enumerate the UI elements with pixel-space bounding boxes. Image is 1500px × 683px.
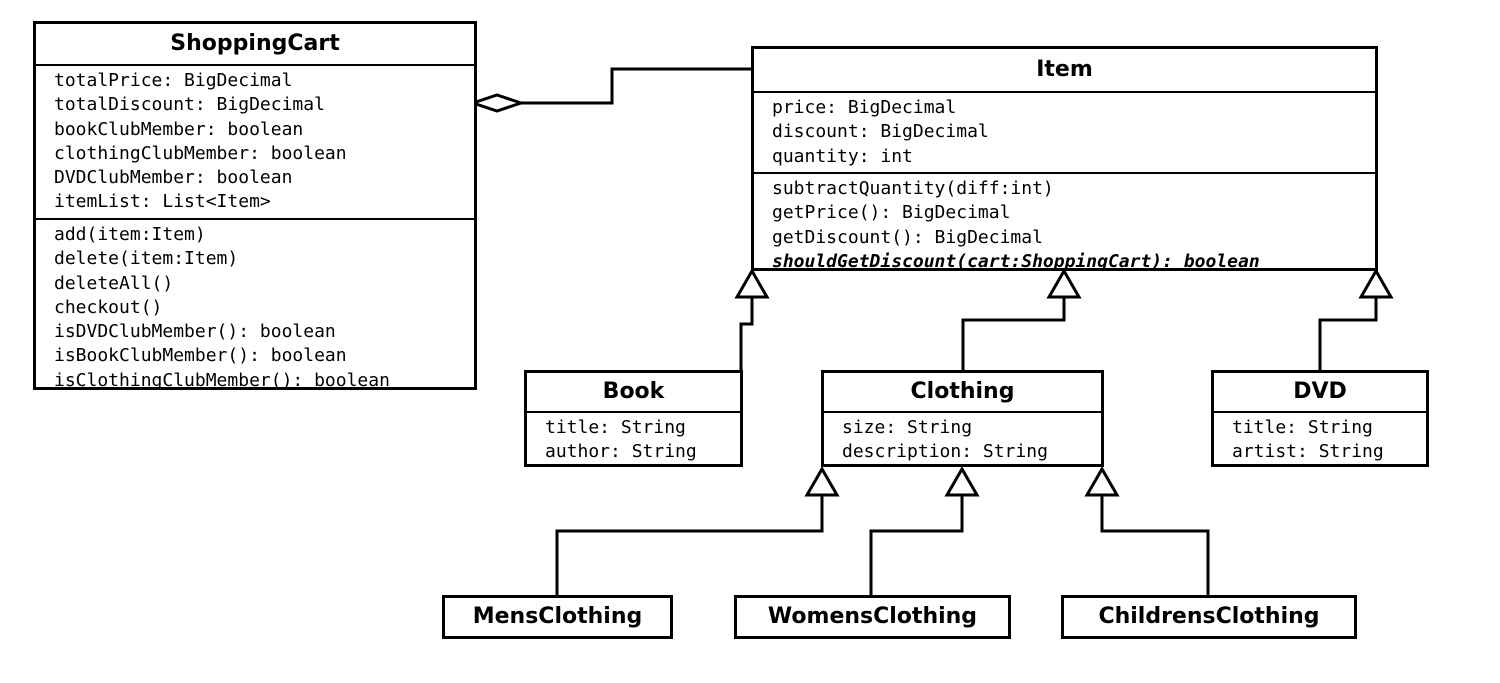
operation: getDiscount(): BigDecimal	[772, 226, 1043, 248]
generalization-line-womensclothing-clothing	[869, 495, 964, 596]
abstract-operation: shouldGetDiscount(cart:ShoppingCart): bo…	[772, 250, 1260, 272]
operation: isClothingClubMember(): boolean	[54, 369, 390, 391]
attributes-section: size: String description: String	[824, 411, 1101, 467]
attribute: author: String	[545, 441, 697, 463]
attribute: bookClubMember: boolean	[54, 118, 304, 140]
class-clothing[interactable]: Clothing size: String description: Strin…	[821, 370, 1104, 467]
class-womensclothing[interactable]: WomensClothing	[734, 595, 1011, 639]
class-name: DVD	[1293, 379, 1347, 404]
operation: isDVDClubMember(): boolean	[54, 321, 336, 343]
attributes-section: title: String artist: String	[1214, 411, 1426, 467]
attribute: description: String	[842, 441, 1048, 463]
operation: isBookClubMember(): boolean	[54, 345, 347, 367]
operation: add(item:Item)	[54, 224, 206, 245]
attribute: quantity: int	[772, 145, 913, 167]
attributes-section: price: BigDecimal discount: BigDecimal q…	[754, 91, 1375, 172]
class-name: WomensClothing	[767, 604, 978, 629]
generalization-line-mensclothing-clothing	[555, 495, 824, 596]
aggregation-diamond	[468, 93, 526, 113]
class-item[interactable]: Item price: BigDecimal discount: BigDeci…	[751, 46, 1378, 272]
attribute: itemList: List<Item>	[54, 191, 271, 213]
generalization-line-book-item	[739, 297, 754, 370]
class-book[interactable]: Book title: String author: String	[524, 370, 743, 467]
aggregation-line-cart-item	[521, 67, 752, 105]
class-childrensclothing[interactable]: ChildrensClothing	[1061, 595, 1357, 639]
operation: getPrice(): BigDecimal	[772, 202, 1011, 224]
class-name: ChildrensClothing	[1098, 604, 1320, 629]
class-name: Book	[602, 379, 665, 404]
class-name: Clothing	[910, 379, 1015, 404]
generalization-line-childrensclothing-clothing	[1100, 495, 1210, 596]
operations-section: subtractQuantity(diff:int) getPrice(): B…	[754, 172, 1375, 276]
attribute: clothingClubMember: boolean	[54, 142, 347, 164]
attribute: title: String	[1232, 417, 1373, 438]
attribute: totalPrice: BigDecimal	[54, 70, 293, 91]
operation: checkout()	[54, 296, 163, 318]
generalization-arrowhead-book	[734, 267, 770, 299]
generalization-arrowhead-womensclothing	[944, 465, 980, 497]
operation: deleteAll()	[54, 272, 174, 294]
generalization-arrowhead-mensclothing	[804, 465, 840, 497]
class-shoppingcart[interactable]: ShoppingCart totalPrice: BigDecimal tota…	[33, 21, 477, 391]
operation: subtractQuantity(diff:int)	[772, 178, 1054, 199]
class-name: Item	[1036, 57, 1093, 82]
attribute: size: String	[842, 417, 973, 438]
generalization-arrowhead-dvd	[1358, 267, 1394, 299]
operations-section: add(item:Item) delete(item:Item) deleteA…	[36, 218, 474, 395]
attributes-section: totalPrice: BigDecimal totalDiscount: Bi…	[36, 64, 474, 218]
attribute: totalDiscount: BigDecimal	[54, 94, 325, 116]
generalization-line-dvd-item	[1318, 297, 1378, 370]
attribute: price: BigDecimal	[772, 97, 957, 118]
attributes-section: title: String author: String	[527, 411, 740, 467]
class-mensclothing[interactable]: MensClothing	[442, 595, 673, 639]
class-dvd[interactable]: DVD title: String artist: String	[1211, 370, 1429, 467]
generalization-arrowhead-childrensclothing	[1084, 465, 1120, 497]
attribute: title: String	[545, 417, 686, 438]
attribute: artist: String	[1232, 441, 1384, 463]
class-name: ShoppingCart	[170, 31, 340, 56]
class-name: MensClothing	[472, 604, 643, 629]
operation: delete(item:Item)	[54, 248, 239, 270]
generalization-line-clothing-item	[961, 297, 1066, 370]
generalization-arrowhead-clothing	[1046, 267, 1082, 299]
attribute: DVDClubMember: boolean	[54, 167, 293, 189]
attribute: discount: BigDecimal	[772, 121, 989, 143]
